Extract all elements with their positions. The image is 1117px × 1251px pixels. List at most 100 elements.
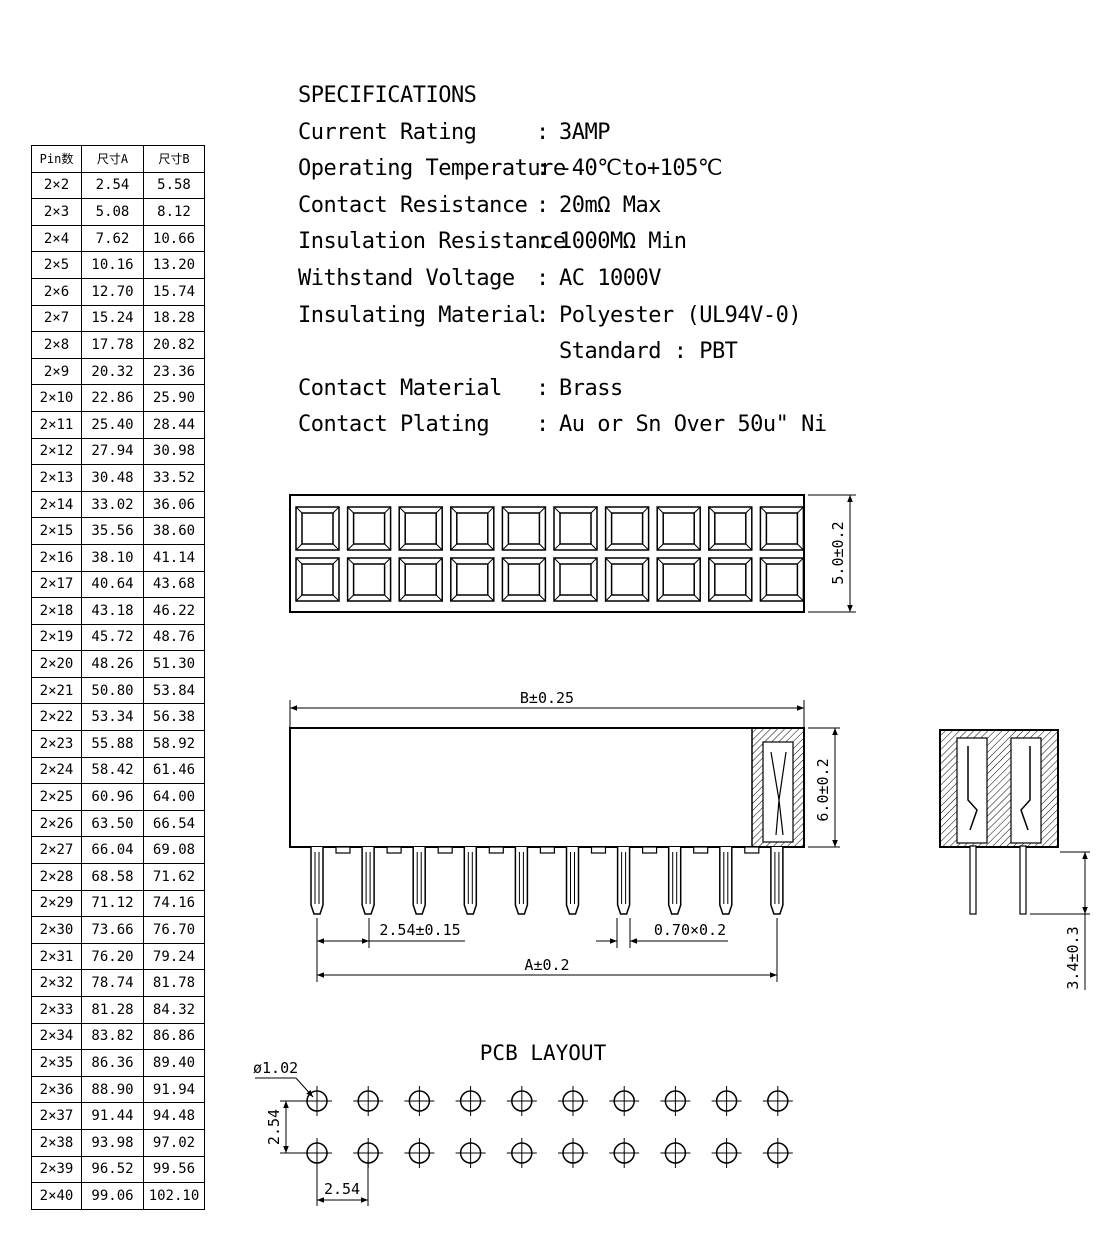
top-contact-cell [604, 506, 650, 551]
pcb-hole [455, 1086, 486, 1116]
spec-value: 20mΩ Max [559, 192, 661, 218]
standoff [437, 846, 453, 854]
spec-value: Brass [559, 375, 623, 401]
spec-sep: : [536, 302, 549, 328]
top-contact-cell [346, 506, 392, 551]
table-cell-size-a: 12.70 [81, 277, 144, 306]
spec-label: Contact Resistance [298, 192, 528, 218]
pcb-hole [711, 1138, 742, 1168]
spec-value: Polyester (UL94V-0) [559, 302, 802, 328]
spec-value: Au or Sn Over 50u" Ni [559, 412, 827, 438]
side-pin [412, 847, 426, 915]
top-contact-cell [501, 506, 547, 551]
table-cell-size-a: 91.44 [81, 1102, 144, 1130]
top-contact-cell [708, 557, 753, 602]
table-cell-size-b: 10.66 [143, 224, 205, 253]
top-contact-cell [656, 506, 701, 551]
table-cell-size-b: 13.20 [143, 251, 205, 279]
pcb-hole [558, 1086, 588, 1116]
table-cell-size-a: 86.36 [81, 1049, 144, 1077]
tail-label: 3.4±0.3 [1064, 926, 1082, 989]
table-cell-size-b: 94.48 [143, 1102, 205, 1130]
row-pitch-label: 2.54 [265, 1109, 283, 1145]
spec-row: Contact Resistance:20mΩ Max [298, 188, 827, 225]
table-cell-pins: 2×19 [31, 623, 82, 652]
pcb-layout-title: PCB LAYOUT [480, 1041, 607, 1065]
table-cell-size-b: 74.16 [143, 889, 205, 918]
standoff [335, 846, 351, 854]
standoff [744, 846, 760, 854]
table-cell-pins: 2×15 [31, 517, 82, 545]
table-cell-pins: 2×10 [31, 384, 82, 412]
top-contact-cell [759, 557, 805, 602]
pcb-hole [353, 1086, 384, 1116]
table-cell-pins: 2×37 [31, 1102, 82, 1130]
table-cell-size-a: 30.48 [81, 464, 144, 492]
pcb-hole [660, 1086, 691, 1116]
standoff [693, 846, 709, 854]
side-view-body [289, 727, 805, 848]
top-contact-cell [295, 557, 340, 602]
standoff [590, 846, 607, 854]
pcb-hole [404, 1086, 435, 1116]
table-cell-pins: 2×40 [31, 1182, 82, 1210]
pcb-hole [506, 1086, 537, 1116]
spec-row: Contact Plating:Au or Sn Over 50u" Ni [298, 407, 827, 444]
side-contact-spring [770, 751, 787, 836]
table-cell-size-a: 93.98 [81, 1128, 144, 1157]
table-cell-pins: 2×24 [31, 756, 82, 785]
table-cell-pins: 2×4 [31, 224, 82, 253]
table-cell-size-b: 20.82 [143, 331, 205, 359]
table-cell-size-a: 63.50 [81, 809, 144, 838]
end-cavity-left [956, 737, 988, 844]
top-contact-cell [398, 506, 443, 551]
pcb-hole [302, 1086, 332, 1116]
table-cell-size-b: 25.90 [143, 384, 205, 412]
table-cell-size-b: 61.46 [143, 756, 205, 785]
spec-label: Operating Temperature [298, 156, 566, 182]
specifications-title: SPECIFICATIONS [298, 83, 477, 108]
col-pitch-label: 2.54 [324, 1180, 360, 1198]
table-cell-pins: 2×34 [31, 1022, 82, 1051]
table-cell-size-a: 88.90 [81, 1075, 144, 1104]
pcb-hole [711, 1086, 742, 1116]
table-cell-size-b: 81.78 [143, 969, 205, 997]
table-cell-size-b: 8.12 [143, 198, 205, 226]
spec-sep: : [536, 375, 549, 401]
pcb-hole [404, 1138, 435, 1168]
table-cell-pins: 2×6 [31, 277, 82, 306]
table-cell-size-b: 18.28 [143, 304, 205, 333]
spec-value: AC 1000V [559, 265, 661, 291]
table-cell-size-a: 15.24 [81, 304, 144, 333]
top-view: 5.0±0.2 [289, 494, 856, 613]
table-cell-size-a: 48.26 [81, 650, 144, 678]
spec-sep: : [536, 119, 549, 145]
spec-label: Current Rating [298, 119, 477, 145]
table-cell-size-b: 89.40 [143, 1049, 205, 1077]
table-cell-size-b: 48.76 [143, 623, 205, 652]
top-contact-cell [450, 506, 495, 551]
table-cell-size-b: 30.98 [143, 437, 205, 466]
pcb-hole [558, 1138, 588, 1168]
table-cell-size-a: 35.56 [81, 517, 144, 545]
side-height-label: 6.0±0.2 [814, 758, 832, 821]
top-contact-cell [708, 506, 753, 551]
table-cell-size-a: 20.32 [81, 357, 144, 386]
table-cell-size-a: 81.28 [81, 996, 144, 1024]
table-cell-size-b: 58.92 [143, 730, 205, 758]
pcb-hole [455, 1138, 486, 1168]
